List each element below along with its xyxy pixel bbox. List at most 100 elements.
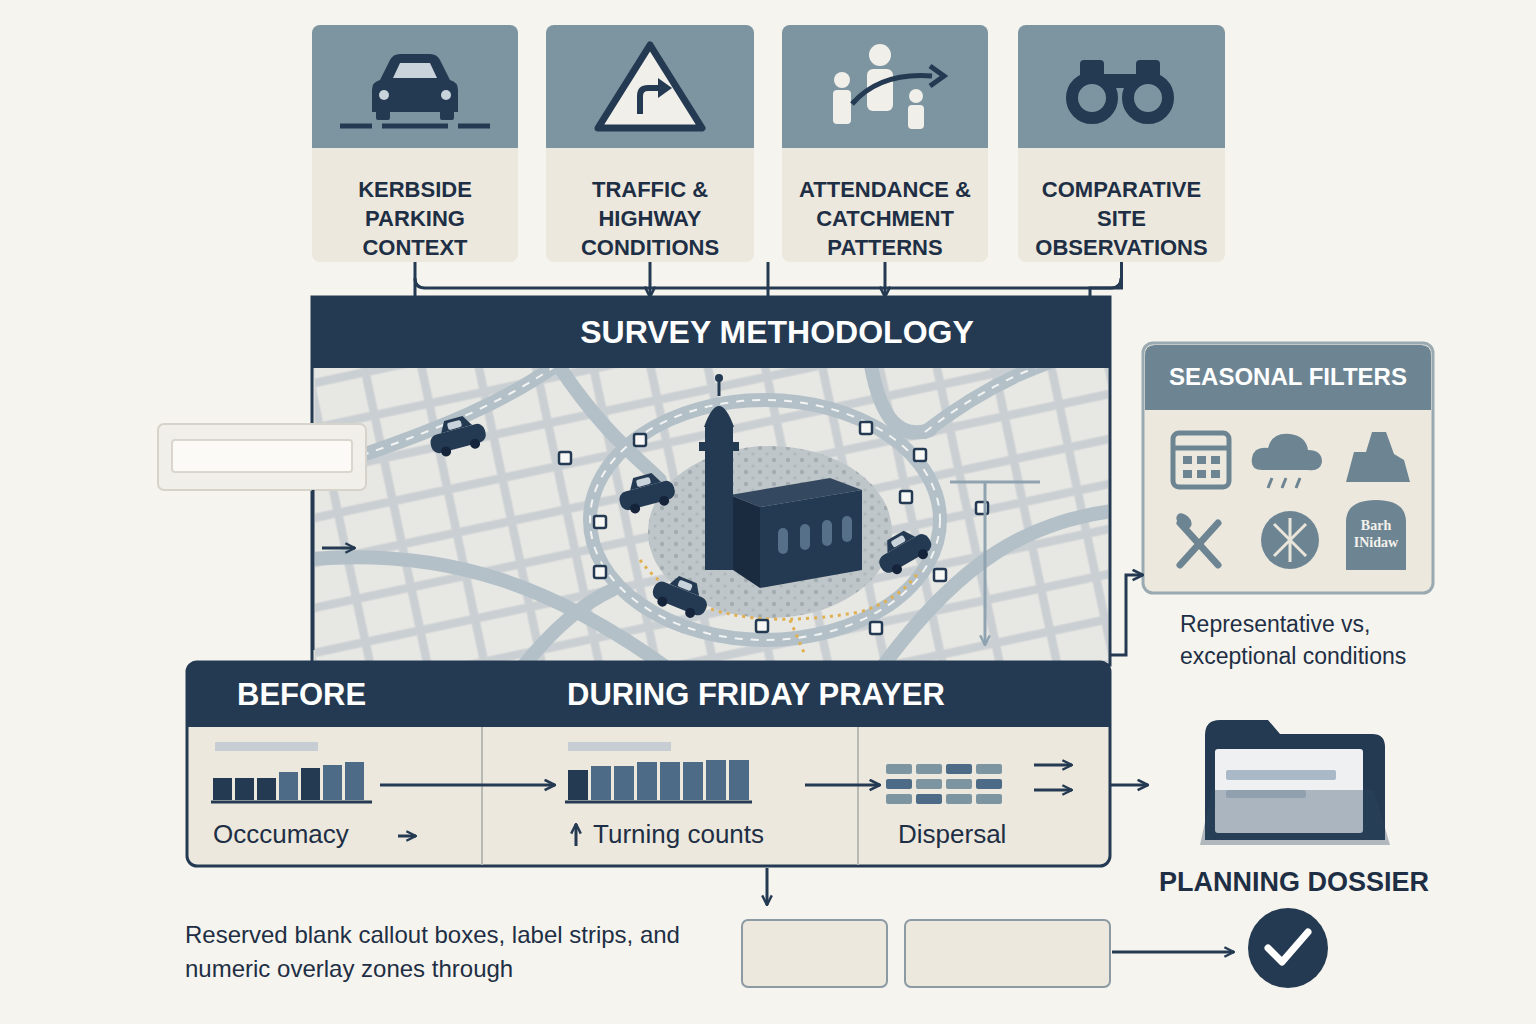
illustration-part — [880, 510, 1108, 662]
note-text: Representative vs, exceptional condition… — [1180, 608, 1480, 672]
illustration-part — [1346, 500, 1406, 570]
illustration-part — [706, 760, 726, 800]
illustration-part — [1180, 523, 1218, 565]
illustration-part — [1289, 518, 1292, 562]
illustration-part — [1018, 25, 1225, 262]
illustration-part — [1072, 78, 1112, 118]
illustration-part — [211, 801, 372, 804]
illustration-part — [426, 411, 489, 459]
illustration-part — [886, 764, 912, 774]
illustration-part — [559, 452, 571, 464]
illustration-part — [594, 566, 606, 578]
illustration-part — [345, 762, 364, 800]
illustration-part — [575, 824, 578, 846]
illustration-part — [946, 779, 972, 789]
illustration-part — [756, 620, 768, 632]
node-heading: ATTENDANCE & CATCHMENT PATTERNS — [788, 175, 982, 262]
filter-box: SEASONAL FILTERS — [1143, 343, 1433, 593]
illustration-part — [1200, 790, 1390, 845]
illustration-part — [950, 481, 1040, 484]
illustration-part — [187, 662, 1110, 866]
illustration-part — [568, 770, 588, 800]
illustration-part — [312, 25, 518, 262]
illustration-part — [905, 920, 1110, 987]
illustration-part — [591, 766, 611, 800]
illustration-part — [590, 400, 940, 640]
illustration-part — [637, 762, 657, 800]
illustration-part — [1173, 433, 1229, 487]
illustration-part — [1173, 432, 1410, 570]
illustration-part — [834, 72, 850, 88]
node-heading: COMPARATIVE SITE OBSERVATIONS — [1024, 175, 1219, 262]
node-heading: Dispersal — [898, 817, 1028, 851]
illustration-part — [842, 516, 852, 542]
illustration-part — [782, 110, 988, 148]
illustration-part — [852, 76, 932, 104]
illustration-part — [213, 778, 232, 800]
illustration-part — [778, 516, 852, 554]
illustration-part — [279, 772, 298, 800]
illustration-part — [1268, 478, 1272, 488]
illustration-part — [172, 440, 352, 472]
illustration-part — [257, 778, 276, 800]
illustration-part — [213, 762, 364, 800]
illustration-part — [458, 124, 490, 129]
phase-cell: Dispersal — [880, 735, 1030, 857]
illustration-part — [315, 368, 1108, 662]
illustration-part — [376, 110, 390, 120]
illustration-part — [555, 368, 660, 480]
illustration-part — [984, 482, 987, 645]
illustration-part — [301, 768, 320, 800]
illustration-part — [908, 105, 924, 129]
illustration-part — [976, 779, 1002, 789]
illustration-part — [1128, 78, 1168, 118]
illustration-part — [158, 424, 366, 490]
illustration-part — [565, 801, 752, 804]
flow-connector — [1090, 262, 1122, 297]
flow-connector — [414, 262, 417, 297]
illustration-part — [976, 764, 1002, 774]
illustration-part — [640, 88, 660, 114]
illustration-part — [916, 794, 942, 804]
illustration-part — [886, 764, 1002, 804]
illustration-part — [1180, 523, 1218, 565]
illustration-part — [1226, 770, 1336, 780]
illustration-part — [833, 90, 851, 124]
illustration-part — [704, 406, 734, 427]
illustration-part — [925, 368, 1108, 432]
illustration-part — [340, 124, 372, 129]
illustration-part — [322, 547, 355, 550]
illustration-part — [1180, 523, 1218, 565]
illustration-part — [900, 491, 912, 503]
illustration-part — [916, 764, 942, 774]
flow-connector — [1110, 575, 1143, 655]
flow-connector — [1110, 784, 1148, 787]
phase-cell: Occcumacy — [205, 735, 380, 857]
flow-connector — [380, 784, 555, 787]
illustration-part — [760, 490, 862, 588]
illustration-part — [742, 920, 887, 987]
illustration-part — [925, 368, 1108, 432]
node-heading: SURVEY METHODOLOGY — [497, 297, 1057, 368]
illustration-part — [1034, 789, 1072, 792]
illustration-part — [1211, 470, 1220, 478]
illustration-part — [393, 63, 437, 78]
illustration-part — [1018, 110, 1225, 148]
methodology-panel: SURVEY METHODOLOGY — [312, 297, 1110, 665]
illustration-part — [658, 78, 672, 98]
illustration-part — [1282, 478, 1286, 488]
dossier-node: PLANNING DOSSIER — [1148, 715, 1440, 905]
node-subheading: DURING FRIDAY PRAYER — [567, 662, 1067, 727]
illustration-part — [315, 368, 1108, 662]
illustration-part — [315, 368, 1108, 662]
flow-connector — [805, 784, 880, 787]
illustration-part — [699, 442, 739, 451]
category-box: TRAFFIC & HIGHWAY CONDITIONS — [546, 25, 754, 262]
illustration-part — [1018, 25, 1225, 148]
illustration-part — [946, 764, 972, 774]
illustration-part — [520, 590, 612, 662]
illustration-part — [715, 374, 723, 382]
illustration-part — [857, 727, 859, 865]
illustration-part — [660, 762, 680, 800]
